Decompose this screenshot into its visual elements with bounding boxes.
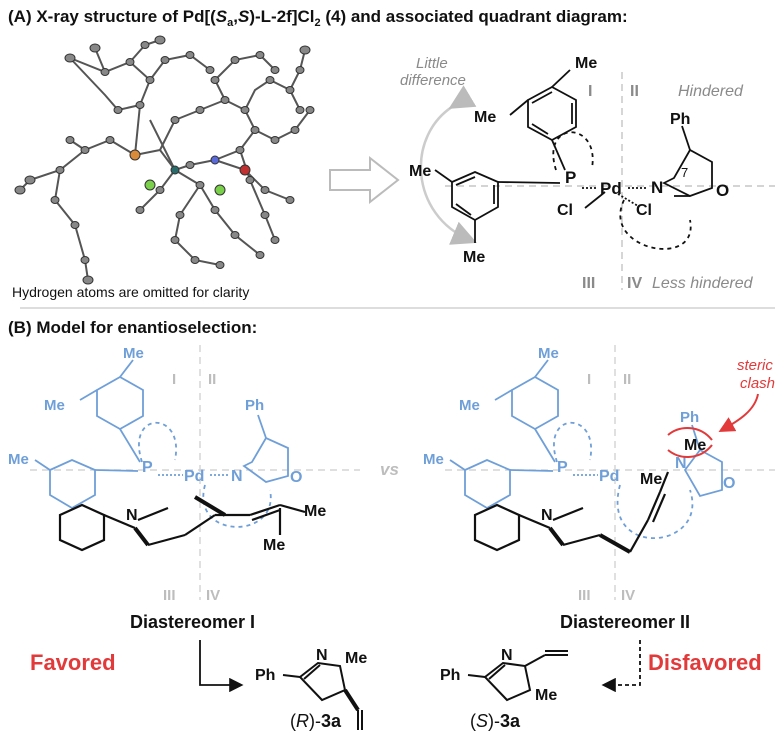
r3a-ph: Ph (255, 667, 275, 684)
dia1-me-a: Me (304, 503, 326, 520)
dia1-ph: Ph (245, 397, 264, 414)
dia2-imine-n: N (541, 507, 553, 524)
diastereomer-i-model: I II III IV Me Me Me Ph P Pd N O (8, 345, 360, 632)
product-r-3a (282, 661, 363, 730)
dia2-p: P (557, 459, 568, 476)
dia1-me-b: Me (263, 537, 285, 554)
dia2-q1: I (587, 371, 591, 388)
product-r-label: (R)-3a (290, 711, 342, 731)
quadrant-label-i: I (588, 83, 592, 100)
n-atom: N (651, 178, 663, 197)
s3a-me: Me (535, 687, 557, 704)
dia1-q3: III (163, 587, 176, 604)
dia2-o: O (723, 475, 735, 492)
quadrant-label-iv: IV (627, 275, 642, 292)
dia2-me-3: Me (423, 451, 444, 468)
dia1-imine-n: N (126, 507, 138, 524)
steric-clash-arc-1 (667, 427, 713, 441)
dia1-p: P (142, 459, 153, 476)
dia1-o: O (290, 469, 302, 486)
o-atom: O (716, 181, 729, 200)
product-s-3a (467, 650, 568, 702)
quadrant-label-ii: II (630, 83, 639, 100)
product-s-label: (S)-3a (470, 711, 521, 731)
dia2-me-b: Me (684, 437, 706, 454)
xray-heteroatoms (129, 149, 251, 196)
r3a-me: Me (345, 650, 367, 667)
dia1-me-3: Me (8, 451, 29, 468)
quadrant-diagram: Little difference I II Hindered III IV L… (400, 55, 775, 292)
steric-label-line1: steric (737, 357, 773, 374)
diastereomer-ii-label: Diastereomer II (560, 612, 690, 632)
pd-atom: Pd (600, 179, 622, 198)
disfavored-label: Disfavored (648, 650, 762, 675)
dia2-q4: IV (621, 587, 635, 604)
section-a-title: (A) X-ray structure of Pd[(Sa,S)-L-2f]Cl… (8, 7, 628, 29)
dia1-q4: IV (206, 587, 220, 604)
xray-caption: Hydrogen atoms are omitted for clarity (12, 284, 249, 300)
dia2-ph: Ph (680, 409, 699, 426)
r3a-n: N (316, 647, 328, 664)
little-difference-note-line2: difference (400, 72, 466, 89)
dia2-me-a: Me (640, 471, 662, 488)
xray-atoms (14, 35, 315, 285)
xray-structure-image (19, 39, 311, 281)
exchange-arrow (419, 85, 477, 245)
dia2-q2: II (623, 371, 631, 388)
disfavored-arrow (601, 640, 641, 693)
dia2-me-1: Me (538, 345, 559, 362)
little-difference-note-line1: Little (416, 55, 448, 72)
ring-number-7: 7 (681, 165, 688, 180)
dia2-q3: III (578, 587, 591, 604)
section-b-title: (B) Model for enantioselection: (8, 318, 257, 337)
dia1-me-2: Me (44, 397, 65, 414)
dia2-me-2: Me (459, 397, 480, 414)
cl-label-2: Cl (636, 202, 652, 219)
dia1-n: N (231, 468, 243, 485)
cl-label-1: Cl (557, 202, 573, 219)
dia1-me-1: Me (123, 345, 144, 362)
vs-label: vs (380, 460, 399, 479)
s3a-n: N (501, 647, 513, 664)
dia1-pd: Pd (184, 468, 204, 485)
s3a-ph: Ph (440, 667, 460, 684)
diastereomer-ii-model: I II III IV Me Me Me Ph P Pd N O (423, 345, 775, 632)
steric-clash-arrow (718, 393, 759, 432)
diastereomer-i-label: Diastereomer I (130, 612, 255, 632)
dia1-q1: I (172, 371, 176, 388)
dia2-pd: Pd (599, 468, 619, 485)
p-atom: P (565, 168, 576, 187)
hindered-label: Hindered (678, 83, 744, 100)
dia1-q2: II (208, 371, 216, 388)
transform-arrow (329, 155, 400, 205)
ph-label: Ph (670, 111, 690, 128)
me-label-4: Me (463, 249, 485, 266)
dia2-n: N (675, 455, 687, 472)
me-label-2: Me (474, 109, 496, 126)
steric-label-line2: clash (740, 375, 775, 392)
favored-arrow (199, 640, 244, 693)
favored-label: Favored (30, 650, 116, 675)
me-label-3: Me (409, 163, 431, 180)
steric-clash-arc-2 (667, 444, 713, 458)
less-hindered-label: Less hindered (652, 275, 754, 292)
quadrant-label-iii: III (582, 275, 595, 292)
me-label-1: Me (575, 55, 597, 72)
